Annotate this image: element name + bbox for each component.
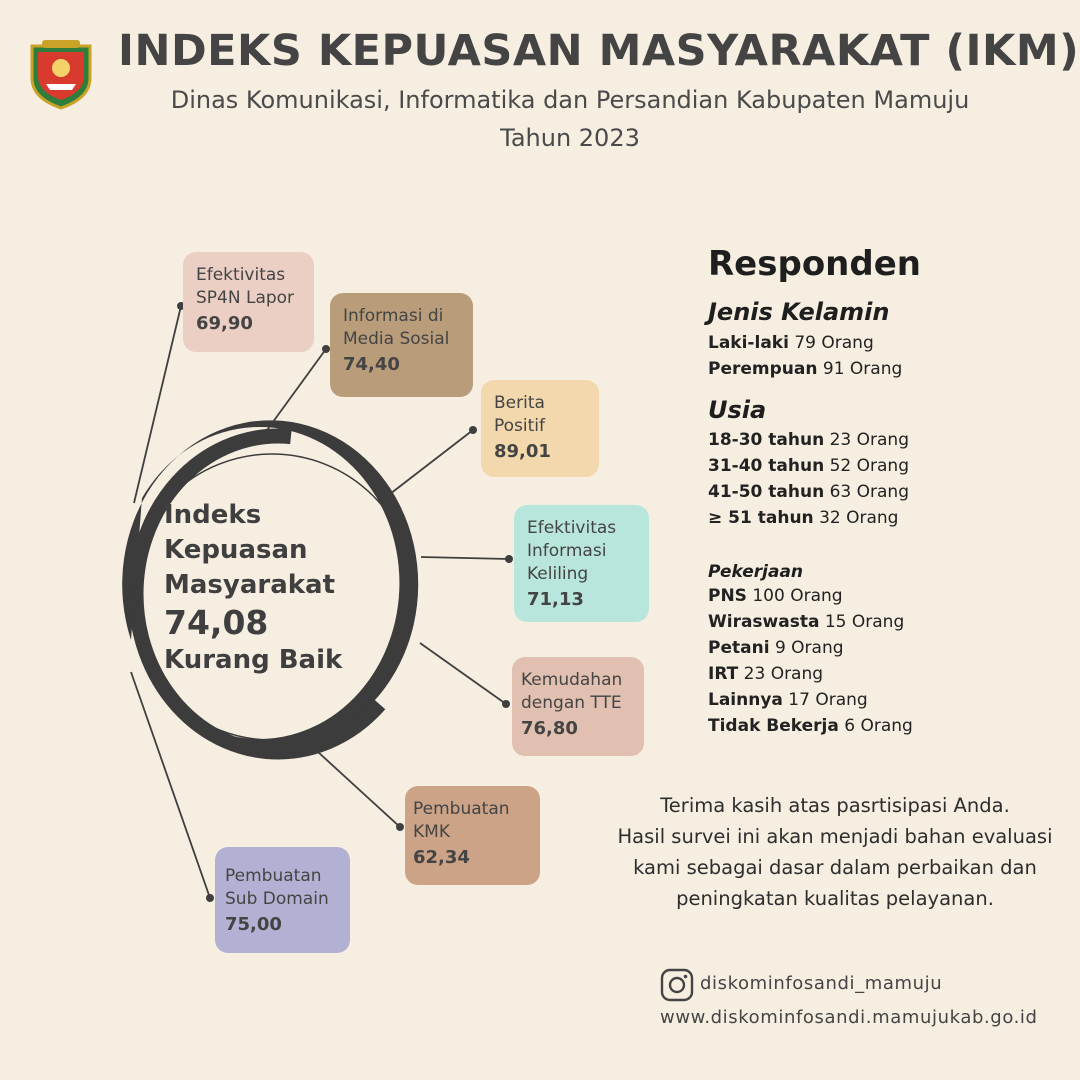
center-line-1: Indeks bbox=[164, 500, 262, 530]
row-count: 9 Orang bbox=[774, 638, 844, 658]
responden-title: Responden bbox=[708, 244, 921, 284]
gender-row: Perempuan 91 Orang bbox=[708, 359, 902, 379]
row-label: Wiraswasta bbox=[708, 612, 820, 632]
thanks-line: Terima kasih atas pasrtisipasi Anda. bbox=[660, 794, 1010, 817]
card-label: Sub Domain bbox=[225, 889, 329, 909]
row-label: ≥ 51 tahun bbox=[708, 508, 814, 528]
card-value: 69,90 bbox=[196, 313, 253, 334]
card-label: Efektivitas bbox=[527, 518, 617, 538]
card-label: Berita bbox=[494, 393, 545, 413]
job-row: Wiraswasta 15 Orang bbox=[708, 612, 904, 632]
row-count: 15 Orang bbox=[824, 612, 905, 632]
row-count: 52 Orang bbox=[829, 456, 909, 476]
center-index: Indeks Kepuasan Masyarakat 74,08 Kurang … bbox=[164, 498, 414, 678]
card-value: 76,80 bbox=[521, 718, 578, 739]
website-link[interactable]: www.diskominfosandi.mamujukab.go.id bbox=[660, 1007, 1038, 1028]
row-label: Perempuan bbox=[708, 359, 818, 379]
gender-title: Jenis Kelamin bbox=[708, 298, 890, 326]
row-label: 18-30 tahun bbox=[708, 430, 825, 450]
thanks-line: Hasil survei ini akan menjadi bahan eval… bbox=[617, 825, 1053, 848]
card-pembuatan-kmk: Pembuatan KMK 62,34 bbox=[405, 786, 540, 885]
age-title: Usia bbox=[708, 396, 767, 424]
card-sub-domain: Pembuatan Sub Domain 75,00 bbox=[215, 847, 350, 953]
row-label: Lainnya bbox=[708, 690, 783, 710]
thanks-line: kami sebagai dasar dalam perbaikan dan bbox=[633, 856, 1037, 879]
card-label: Kemudahan bbox=[521, 670, 623, 690]
card-kemudahan-tte: Kemudahan dengan TTE 76,80 bbox=[512, 657, 644, 756]
card-label: Keliling bbox=[527, 564, 589, 584]
center-line-2: Kepuasan bbox=[164, 535, 308, 565]
card-sp4n-lapor: Efektivitas SP4N Lapor 69,90 bbox=[183, 252, 314, 352]
row-count: 32 Orang bbox=[819, 508, 899, 528]
instagram-icon bbox=[660, 968, 694, 1002]
card-value: 62,34 bbox=[413, 847, 470, 868]
card-label: Media Sosial bbox=[343, 329, 450, 349]
card-value: 75,00 bbox=[225, 914, 282, 935]
card-label: SP4N Lapor bbox=[196, 288, 295, 308]
row-count: 17 Orang bbox=[788, 690, 868, 710]
card-label: KMK bbox=[413, 822, 450, 842]
row-label: 31-40 tahun bbox=[708, 456, 825, 476]
card-informasi-keliling: Efektivitas Informasi Keliling 71,13 bbox=[514, 505, 649, 622]
row-count: 79 Orang bbox=[794, 333, 874, 353]
card-label: Positif bbox=[494, 416, 545, 436]
page-subtitle: Dinas Komunikasi, Informatika dan Persan… bbox=[170, 86, 970, 114]
card-value: 71,13 bbox=[527, 589, 584, 610]
row-count: 23 Orang bbox=[829, 430, 909, 450]
row-count: 91 Orang bbox=[822, 359, 903, 379]
job-row: Petani 9 Orang bbox=[708, 638, 844, 658]
page-year: Tahun 2023 bbox=[500, 124, 640, 152]
row-label: Tidak Bekerja bbox=[708, 716, 839, 736]
job-row: Lainnya 17 Orang bbox=[708, 690, 868, 710]
center-rating: Kurang Baik bbox=[164, 645, 343, 675]
thanks-message: Terima kasih atas pasrtisipasi Anda. Has… bbox=[585, 790, 1080, 914]
card-value: 89,01 bbox=[494, 441, 551, 462]
age-row: 41-50 tahun 63 Orang bbox=[708, 482, 909, 502]
age-row: 18-30 tahun 23 Orang bbox=[708, 430, 909, 450]
row-label: Laki-laki bbox=[708, 333, 789, 353]
row-count: 100 Orang bbox=[752, 586, 843, 606]
row-label: IRT bbox=[708, 664, 739, 684]
card-label: dengan TTE bbox=[521, 693, 622, 713]
card-label: Pembuatan bbox=[225, 866, 322, 886]
job-row: PNS 100 Orang bbox=[708, 586, 843, 606]
row-label: 41-50 tahun bbox=[708, 482, 825, 502]
center-score: 74,08 bbox=[164, 603, 269, 642]
job-row: IRT 23 Orang bbox=[708, 664, 823, 684]
row-count: 23 Orang bbox=[743, 664, 824, 684]
gender-row: Laki-laki 79 Orang bbox=[708, 333, 874, 353]
job-title: Pekerjaan bbox=[708, 562, 804, 582]
row-count: 63 Orang bbox=[829, 482, 909, 502]
page-title: INDEKS KEPUASAN MASYARAKAT (IKM) bbox=[118, 26, 1080, 76]
instagram-handle[interactable]: diskominfosandi_mamuju bbox=[700, 973, 943, 994]
card-label: Informasi di bbox=[343, 306, 444, 326]
card-label: Efektivitas bbox=[196, 265, 286, 285]
card-media-sosial: Informasi di Media Sosial 74,40 bbox=[330, 293, 473, 397]
card-label: Pembuatan bbox=[413, 799, 510, 819]
job-row: Tidak Bekerja 6 Orang bbox=[708, 716, 913, 736]
age-row: 31-40 tahun 52 Orang bbox=[708, 456, 909, 476]
card-label: Informasi bbox=[527, 541, 607, 561]
center-line-3: Masyarakat bbox=[164, 570, 336, 600]
thanks-line: peningkatan kualitas pelayanan. bbox=[676, 887, 994, 910]
regency-crest-icon bbox=[30, 40, 92, 110]
row-count: 6 Orang bbox=[844, 716, 913, 736]
row-label: PNS bbox=[708, 586, 747, 606]
age-row: ≥ 51 tahun 32 Orang bbox=[708, 508, 898, 528]
card-berita-positif: Berita Positif 89,01 bbox=[481, 380, 599, 477]
row-label: Petani bbox=[708, 638, 770, 658]
card-value: 74,40 bbox=[343, 354, 400, 375]
